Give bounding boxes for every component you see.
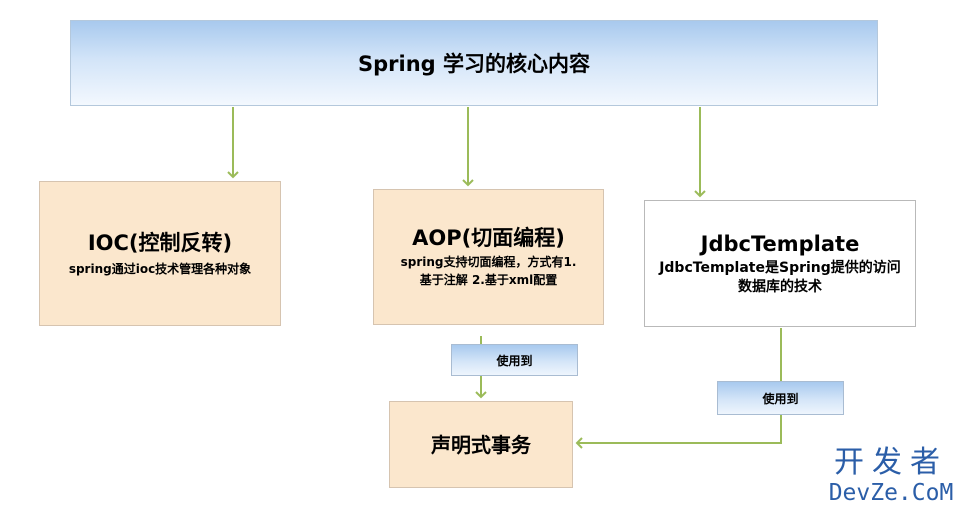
ioc-description: spring通过ioc技术管理各种对象 bbox=[68, 261, 252, 276]
aop-description-line1: spring支持切面编程，方式有1. bbox=[400, 255, 577, 269]
watermark-line2: DevZe.CoM bbox=[828, 480, 954, 506]
arrow-jdbc-to-transaction bbox=[575, 328, 782, 449]
aop-node: AOP(切面编程) spring支持切面编程，方式有1. 基于注解 2.基于xm… bbox=[373, 189, 604, 325]
jdbctemplate-description-line2: 数据库的技术 bbox=[737, 278, 822, 295]
aop-description-line2: 基于注解 2.基于xml配置 bbox=[419, 273, 558, 287]
devze-watermark-logo: 开发者 DevZe.CoM bbox=[812, 447, 970, 509]
jdbctemplate-title: JdbcTemplate bbox=[700, 231, 860, 256]
ioc-title: IOC(控制反转) bbox=[87, 230, 233, 255]
aop-title: AOP(切面编程) bbox=[412, 226, 565, 250]
aop-description: spring支持切面编程，方式有1. 基于注解 2.基于xml配置 bbox=[401, 253, 577, 289]
transaction-node: 声明式事务 bbox=[389, 401, 573, 488]
watermark-line1: 开发者 bbox=[834, 445, 948, 480]
jdbctemplate-description-line1: JdbcTemplate是Spring提供的访问 bbox=[659, 259, 901, 276]
edge-label-aop-to-transaction: 使用到 bbox=[451, 344, 578, 376]
header-box: Spring 学习的核心内容 bbox=[70, 20, 878, 106]
transaction-title: 声明式事务 bbox=[431, 432, 531, 457]
jdbctemplate-description: JdbcTemplate是Spring提供的访问 数据库的技术 bbox=[659, 259, 901, 297]
jdbctemplate-node: JdbcTemplate JdbcTemplate是Spring提供的访问 数据… bbox=[644, 200, 916, 327]
edge-label-jdbc-to-transaction: 使用到 bbox=[717, 381, 844, 415]
header-title: Spring 学习的核心内容 bbox=[357, 52, 590, 76]
ioc-node: IOC(控制反转) spring通过ioc技术管理各种对象 bbox=[39, 181, 281, 326]
